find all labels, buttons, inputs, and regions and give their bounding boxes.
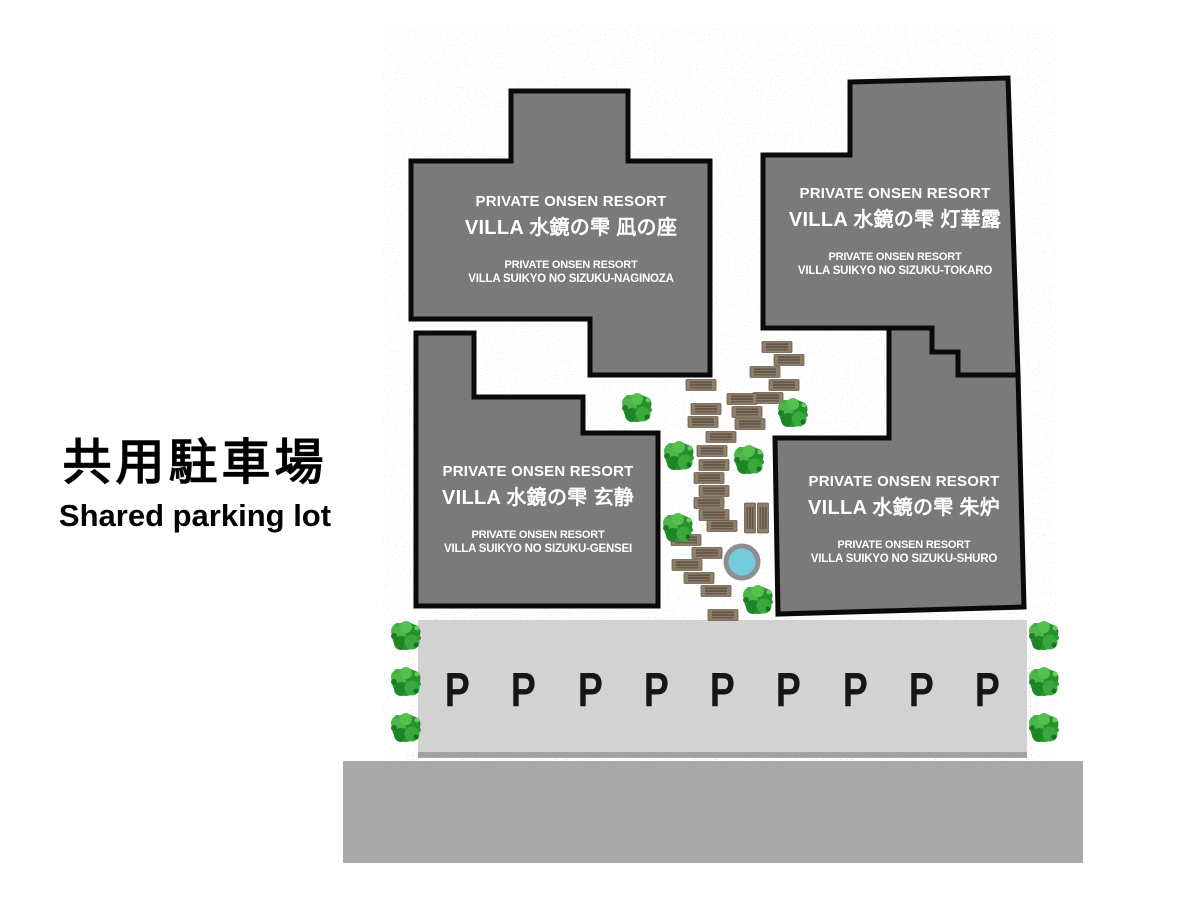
heading-english: Shared parking lot [58,498,332,533]
parking-space-marker: P [577,661,603,717]
stepping-stone-icon [693,497,725,509]
building-villa-gensei [413,330,661,609]
heading-japanese: 共用駐車場 [62,436,328,490]
stepping-stone-icon [698,509,730,521]
stepping-stone-icon [700,585,732,597]
stepping-stone-icon [671,559,703,571]
stepping-stone-icon [744,502,756,534]
tree-icon [1029,713,1059,742]
parking-space-marker: P [908,661,934,717]
stepping-stone-icon [731,406,763,418]
parking-space-marker: P [511,661,537,717]
stepping-stone-icon [698,459,730,471]
parking-space-marker: P [444,661,470,717]
stepping-stone-icon [683,572,715,584]
parking-space-marker: P [975,661,1001,717]
parking-space-marker: P [776,661,802,717]
stepping-stone-icon [761,341,793,353]
stepping-stone-icon [726,393,758,405]
stepping-stone-icon [752,392,784,404]
stepping-stone-icon [757,502,769,534]
stepping-stone-icon [707,609,739,621]
parking-space-row: P P P P P P P P P [418,622,1027,756]
parking-lot [418,620,1027,758]
stepping-stone-icon [687,416,719,428]
shared-parking-heading: 共用駐車場 Shared parking lot [38,436,352,533]
parking-space-marker: P [643,661,669,717]
stepping-stone-icon [768,379,800,391]
stepping-stone-icon [690,403,722,415]
stepping-stone-icon [706,520,738,532]
stepping-stone-icon [696,445,728,457]
pond-icon [723,543,761,581]
stepping-stone-icon [749,366,781,378]
parking-edge-strip [418,752,1027,758]
tree-icon [1029,667,1059,696]
stepping-stone-icon [693,472,725,484]
stepping-stone-icon [773,354,805,366]
stepping-stone-icon [734,418,766,430]
tree-icon [1029,621,1059,650]
parking-space-marker: P [842,661,868,717]
stepping-stone-icon [705,431,737,443]
road [343,761,1083,863]
stepping-stone-icon [698,485,730,497]
stepping-stone-icon [691,547,723,559]
building-villa-naginoza [408,88,713,378]
building-villa-shuro [772,325,1027,617]
parking-space-marker: P [709,661,736,717]
stepping-stone-icon [685,379,717,391]
